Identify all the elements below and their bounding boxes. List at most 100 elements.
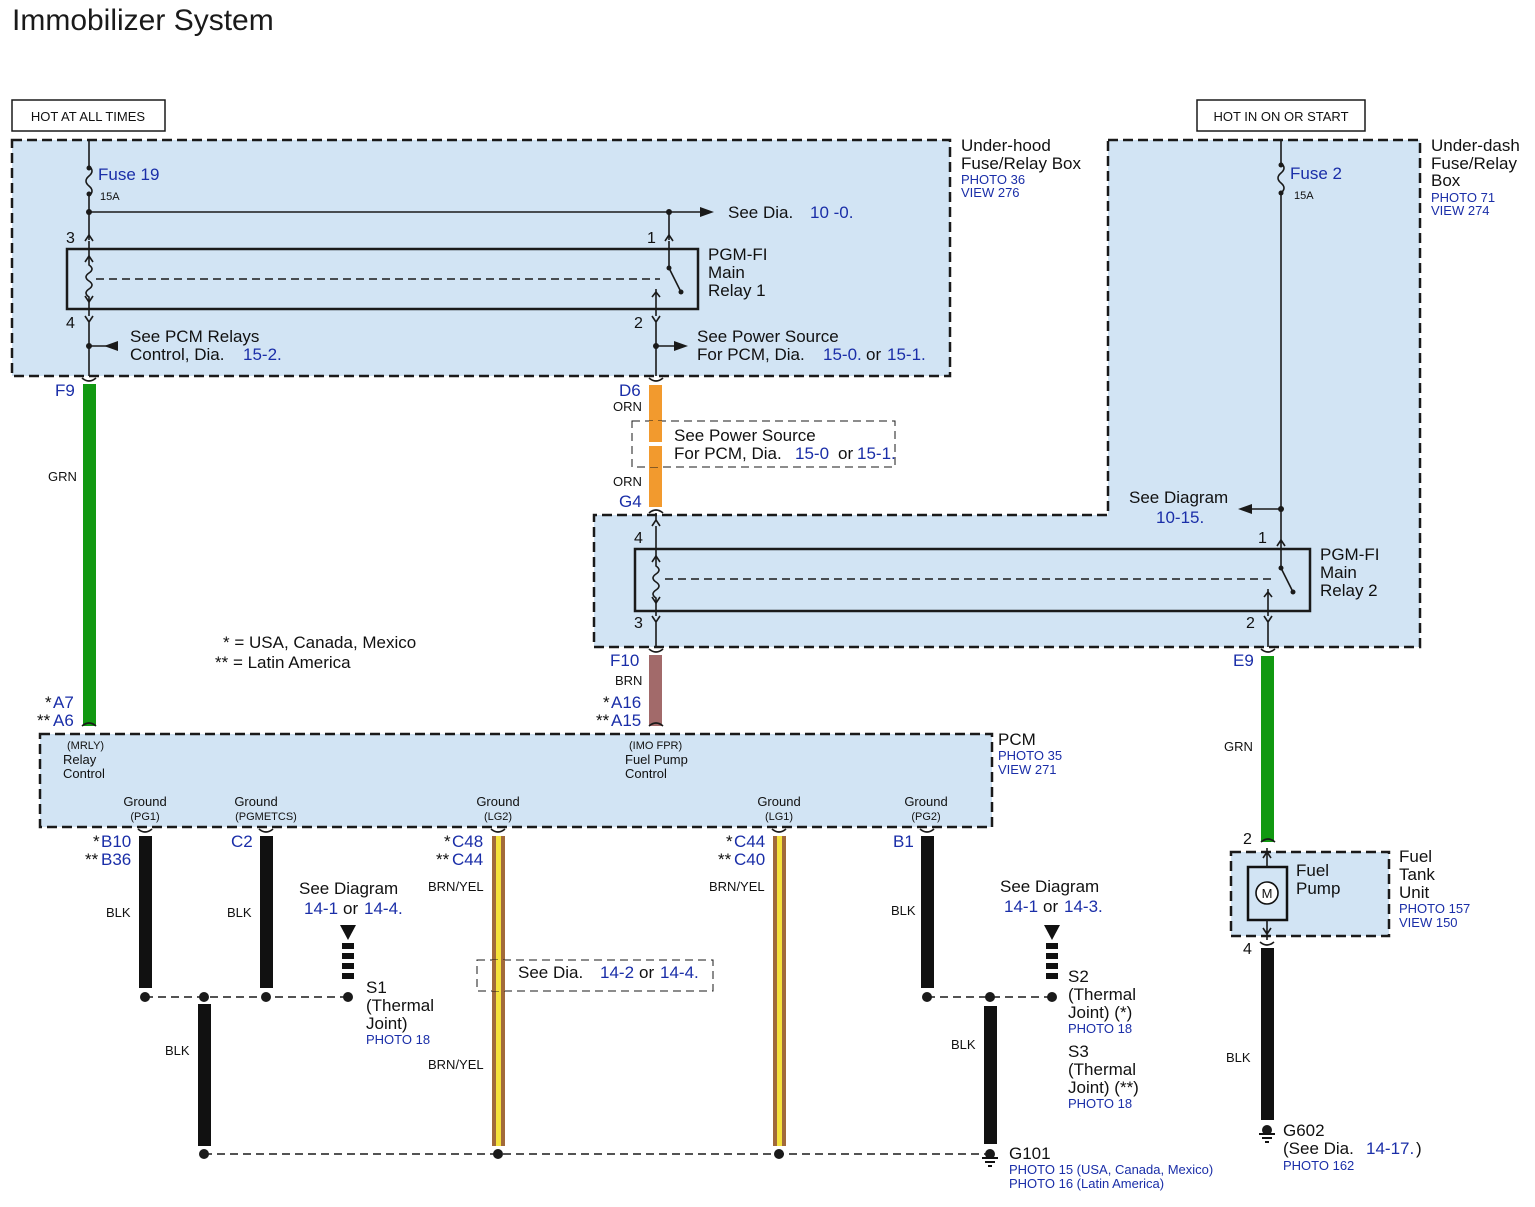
mid-see-dia: See Dia. [518,963,583,982]
star-c40: ** [718,850,732,869]
wire-label-grn-1: GRN [48,469,77,484]
s1-desc-2: Joint) [366,1014,408,1033]
star-a15: ** [596,711,610,730]
pcm-ground-pg1: Ground [123,794,166,809]
s3-name: S3 [1068,1042,1089,1061]
relay-2-name-1: PGM-FI [1320,545,1380,564]
pcm-ground-lg2: Ground [476,794,519,809]
star-b10: * [93,832,100,851]
middle-note-num-1: 15-0 [795,444,829,463]
fuse-2-icon [1277,162,1285,194]
underhood-photo: PHOTO 36 [961,172,1025,187]
underdash-photo: PHOTO 71 [1431,190,1495,205]
power-source-num-2: 15-1. [887,345,926,364]
arrow-left-icon [104,341,118,351]
g101-photo-2: PHOTO 16 (Latin America) [1009,1176,1164,1191]
mid-see-or: or [639,963,654,982]
middle-ground-note-box [476,959,714,992]
s1-see-num-2: 14-4. [364,899,403,918]
fuel-tank-view: VIEW 150 [1399,915,1458,930]
pcm-ground-lg1: Ground [757,794,800,809]
hot-in-on-or-start-box [1196,99,1366,132]
conn-a7: A7 [53,693,74,712]
s1-desc-1: (Thermal [366,996,434,1015]
relay-1-pin-4: 4 [66,315,75,332]
conn-d6: D6 [619,381,641,400]
conn-b10: B10 [101,832,131,851]
underdash-fuse-relay-box [592,138,1422,649]
wire-blk-fuel-pump-g602 [1261,948,1274,1120]
power-source-num-1: 15-0. [823,345,862,364]
relay-2-name-2: Main [1320,563,1357,582]
ground-wire-pg1 [137,828,153,988]
s1-see-or: or [343,899,358,918]
see-diagram-10-15-num: 10-15. [1156,508,1204,527]
see-dia-10-label: See Dia. [728,203,793,222]
power-source-note-1: See Power Source [697,327,839,346]
hot-in-on-or-start-label: HOT IN ON OR START [1213,109,1348,124]
wire-grn-f9-a7 [83,384,96,726]
relay-2-coil-icon [652,549,660,611]
s1-see-diagram: See Diagram [299,879,398,898]
conn-e9: E9 [1233,651,1254,670]
pcm-fuel-pump-label: Fuel Pump [625,752,688,767]
relay-2-pin-4: 4 [634,530,643,547]
wire-label-blk-5: BLK [951,1037,976,1052]
pcm-ground-pgmetcs-code: (PGMETCS) [235,811,297,823]
hot-at-all-times-box [11,99,166,132]
s2-see-or: or [1043,897,1058,916]
relay-1-name-3: Relay 1 [708,281,766,300]
pgm-fi-main-relay-2 [633,547,1312,613]
g101-name: G101 [1009,1144,1051,1163]
wire-label-brnyel-3: BRN/YEL [428,1057,484,1072]
pcm-relays-note-2: Control, Dia. [130,345,224,364]
g602-name: G602 [1283,1121,1325,1140]
wire-label-brn: BRN [615,673,642,688]
triangle-down-icon [1044,925,1060,940]
mid-see-num-1: 14-2 [600,963,634,982]
motor-letter: M [1262,886,1273,901]
power-source-or: or [866,345,881,364]
fuse-2-name: Fuse 2 [1290,164,1342,183]
underhood-view: VIEW 276 [961,185,1020,200]
relay-2-name-3: Relay 2 [1320,581,1378,600]
pcm-ground-lg1-code: (LG1) [765,811,793,823]
g602-see-num: 14-17. [1366,1139,1414,1158]
wire-label-orn-1: ORN [613,399,642,414]
fuel-tank-name-2: Tank [1399,865,1435,884]
wire-label-brnyel-1: BRN/YEL [428,879,484,894]
s2-photo: PHOTO 18 [1068,1021,1132,1036]
middle-note-or: or [838,444,853,463]
ground-wire-pg2 [919,828,935,988]
fuel-tank-name-1: Fuel [1399,847,1432,866]
conn-f10: F10 [610,651,639,670]
relay-2-pin-2: 2 [1246,615,1255,632]
fuse-19-icon [85,165,93,197]
arrow-right-icon [700,207,714,217]
middle-note-2: For PCM, Dia. [674,444,782,463]
star-c48: * [444,832,451,851]
relay-1-coil-icon [85,249,93,309]
fuse-19 [85,140,93,240]
pcm-mrly-code: (MRLY) [67,740,104,752]
pcm-photo: PHOTO 35 [998,748,1062,763]
relay-2-pin-1: 1 [1258,530,1267,547]
pcm-relays-note-1: See PCM Relays [130,327,259,346]
pcm-fuel-pump-control: Control [625,766,667,781]
underdash-name-1: Under-dash [1431,136,1520,155]
wire-label-blk-3: BLK [891,903,916,918]
wire-grn-e9-fuel-pump [1261,656,1274,842]
power-source-middle-note-box [631,420,896,468]
underhood-name-2: Fuse/Relay Box [961,154,1081,173]
wire-label-grn-2: GRN [1224,739,1253,754]
conn-a15: A15 [611,711,641,730]
pcm-ground-pg1-code: (PG1) [130,811,159,823]
relay-1-pin-2: 2 [634,315,643,332]
wire-label-brnyel-2: BRN/YEL [709,879,765,894]
relay-1-name-2: Main [708,263,745,282]
fuel-tank-name-3: Unit [1399,883,1430,902]
g602-see: (See Dia. [1283,1139,1354,1158]
pcm-relay-label: Relay [63,752,97,767]
conn-b36: B36 [101,850,131,869]
